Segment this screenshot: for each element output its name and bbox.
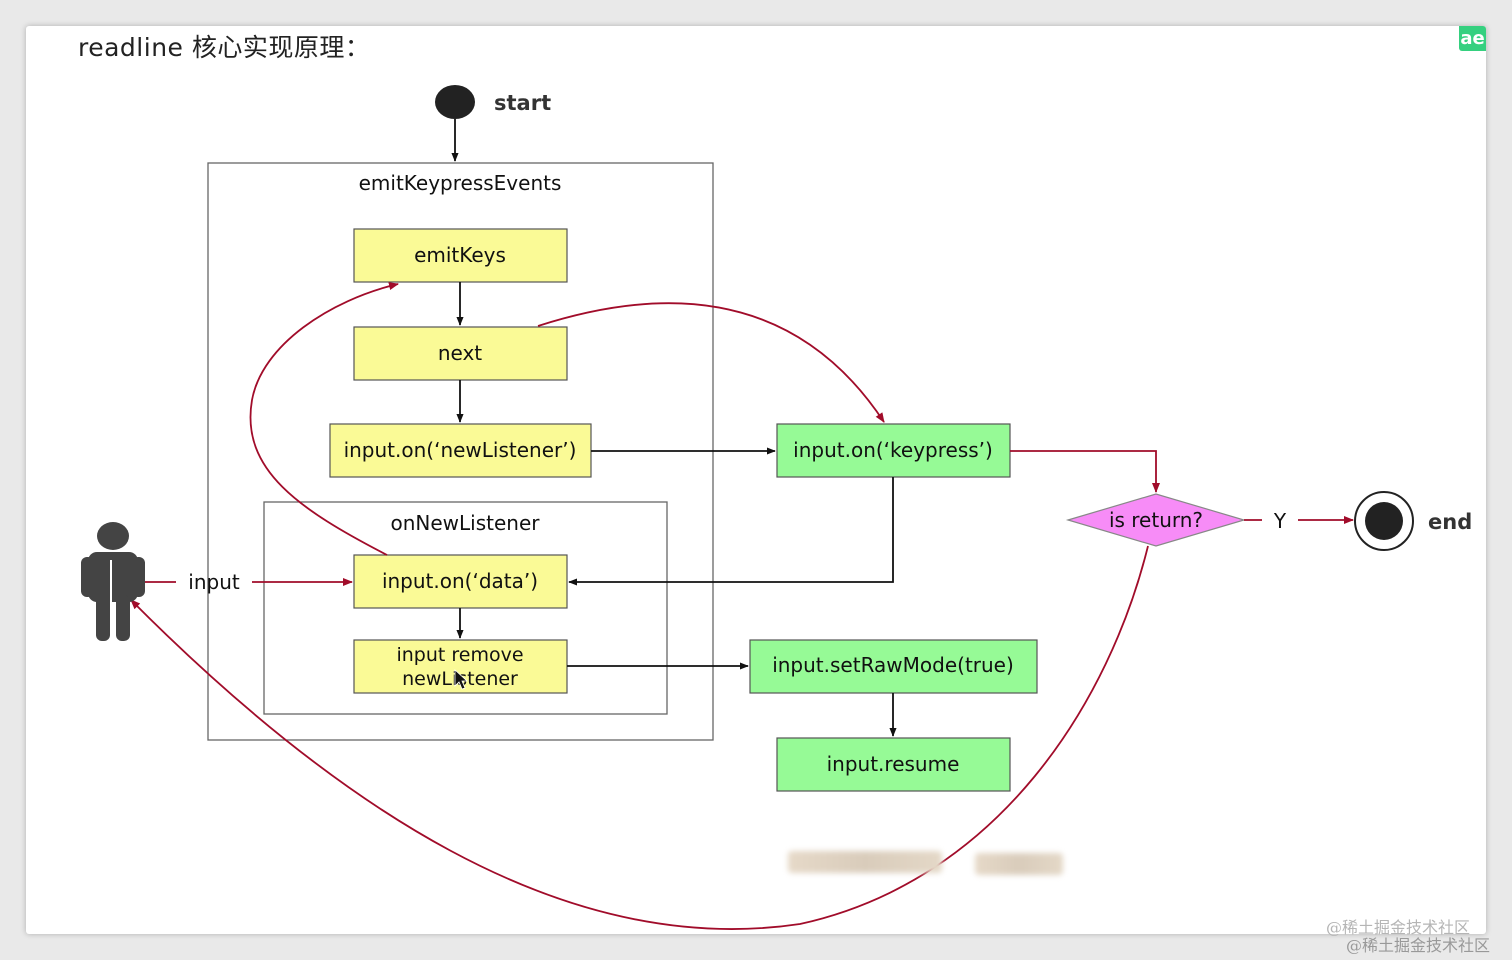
arrow-data-loop-to-emitkeys bbox=[249, 282, 399, 556]
frame-onnewlistener bbox=[263, 501, 668, 715]
arrow-keypress-to-data bbox=[568, 477, 894, 586]
start-node bbox=[435, 85, 475, 119]
arrow-decision-no-to-user bbox=[130, 545, 1149, 930]
watermark-shadow: @稀土掘金技术社区 bbox=[1326, 918, 1471, 937]
node-next-label: next bbox=[438, 341, 482, 365]
node-newlistener bbox=[329, 423, 592, 478]
node-decision-label: is return? bbox=[1109, 508, 1203, 532]
slide-canvas bbox=[26, 26, 1486, 934]
node-data-label: input.on(‘data’) bbox=[382, 569, 538, 593]
node-setrawmode bbox=[749, 639, 1038, 694]
user-icon-divider bbox=[110, 560, 112, 604]
start-label: start bbox=[494, 91, 551, 115]
user-icon bbox=[81, 522, 145, 641]
arrow-keypress-to-decision bbox=[1010, 450, 1160, 493]
mouse-cursor-icon bbox=[454, 669, 469, 690]
node-remove-label-line1: input remove bbox=[396, 644, 523, 666]
node-setrawmode-label: input.setRawMode(true) bbox=[772, 653, 1014, 677]
node-keypress-label: input.on(‘keypress’) bbox=[793, 438, 993, 462]
node-next bbox=[353, 326, 568, 381]
slide-heading: readline 核心实现原理： bbox=[78, 33, 371, 62]
app-badge-icon[interactable]: ae bbox=[1459, 26, 1486, 51]
node-newlistener-label: input.on(‘newListener’) bbox=[344, 438, 577, 462]
end-label: end bbox=[1428, 510, 1472, 534]
blurred-caption-2 bbox=[975, 853, 1063, 875]
node-resume bbox=[776, 737, 1011, 792]
frame-emitkeypressevents-title: emitKeypressEvents bbox=[359, 171, 562, 195]
frame-onnewlistener-title: onNewListener bbox=[390, 511, 540, 535]
node-resume-label: input.resume bbox=[827, 752, 960, 776]
blurred-caption bbox=[788, 851, 942, 873]
node-emitkeys-label: emitKeys bbox=[414, 243, 506, 267]
edge-label-input: input bbox=[188, 570, 240, 594]
node-emitkeys bbox=[353, 228, 568, 283]
arrow-next-to-keypress bbox=[537, 302, 885, 423]
edge-label-yes: Y bbox=[1273, 509, 1287, 533]
node-keypress bbox=[776, 423, 1011, 478]
watermark: @稀土掘金技术社区 bbox=[1346, 936, 1491, 955]
end-node-core bbox=[1365, 502, 1403, 540]
